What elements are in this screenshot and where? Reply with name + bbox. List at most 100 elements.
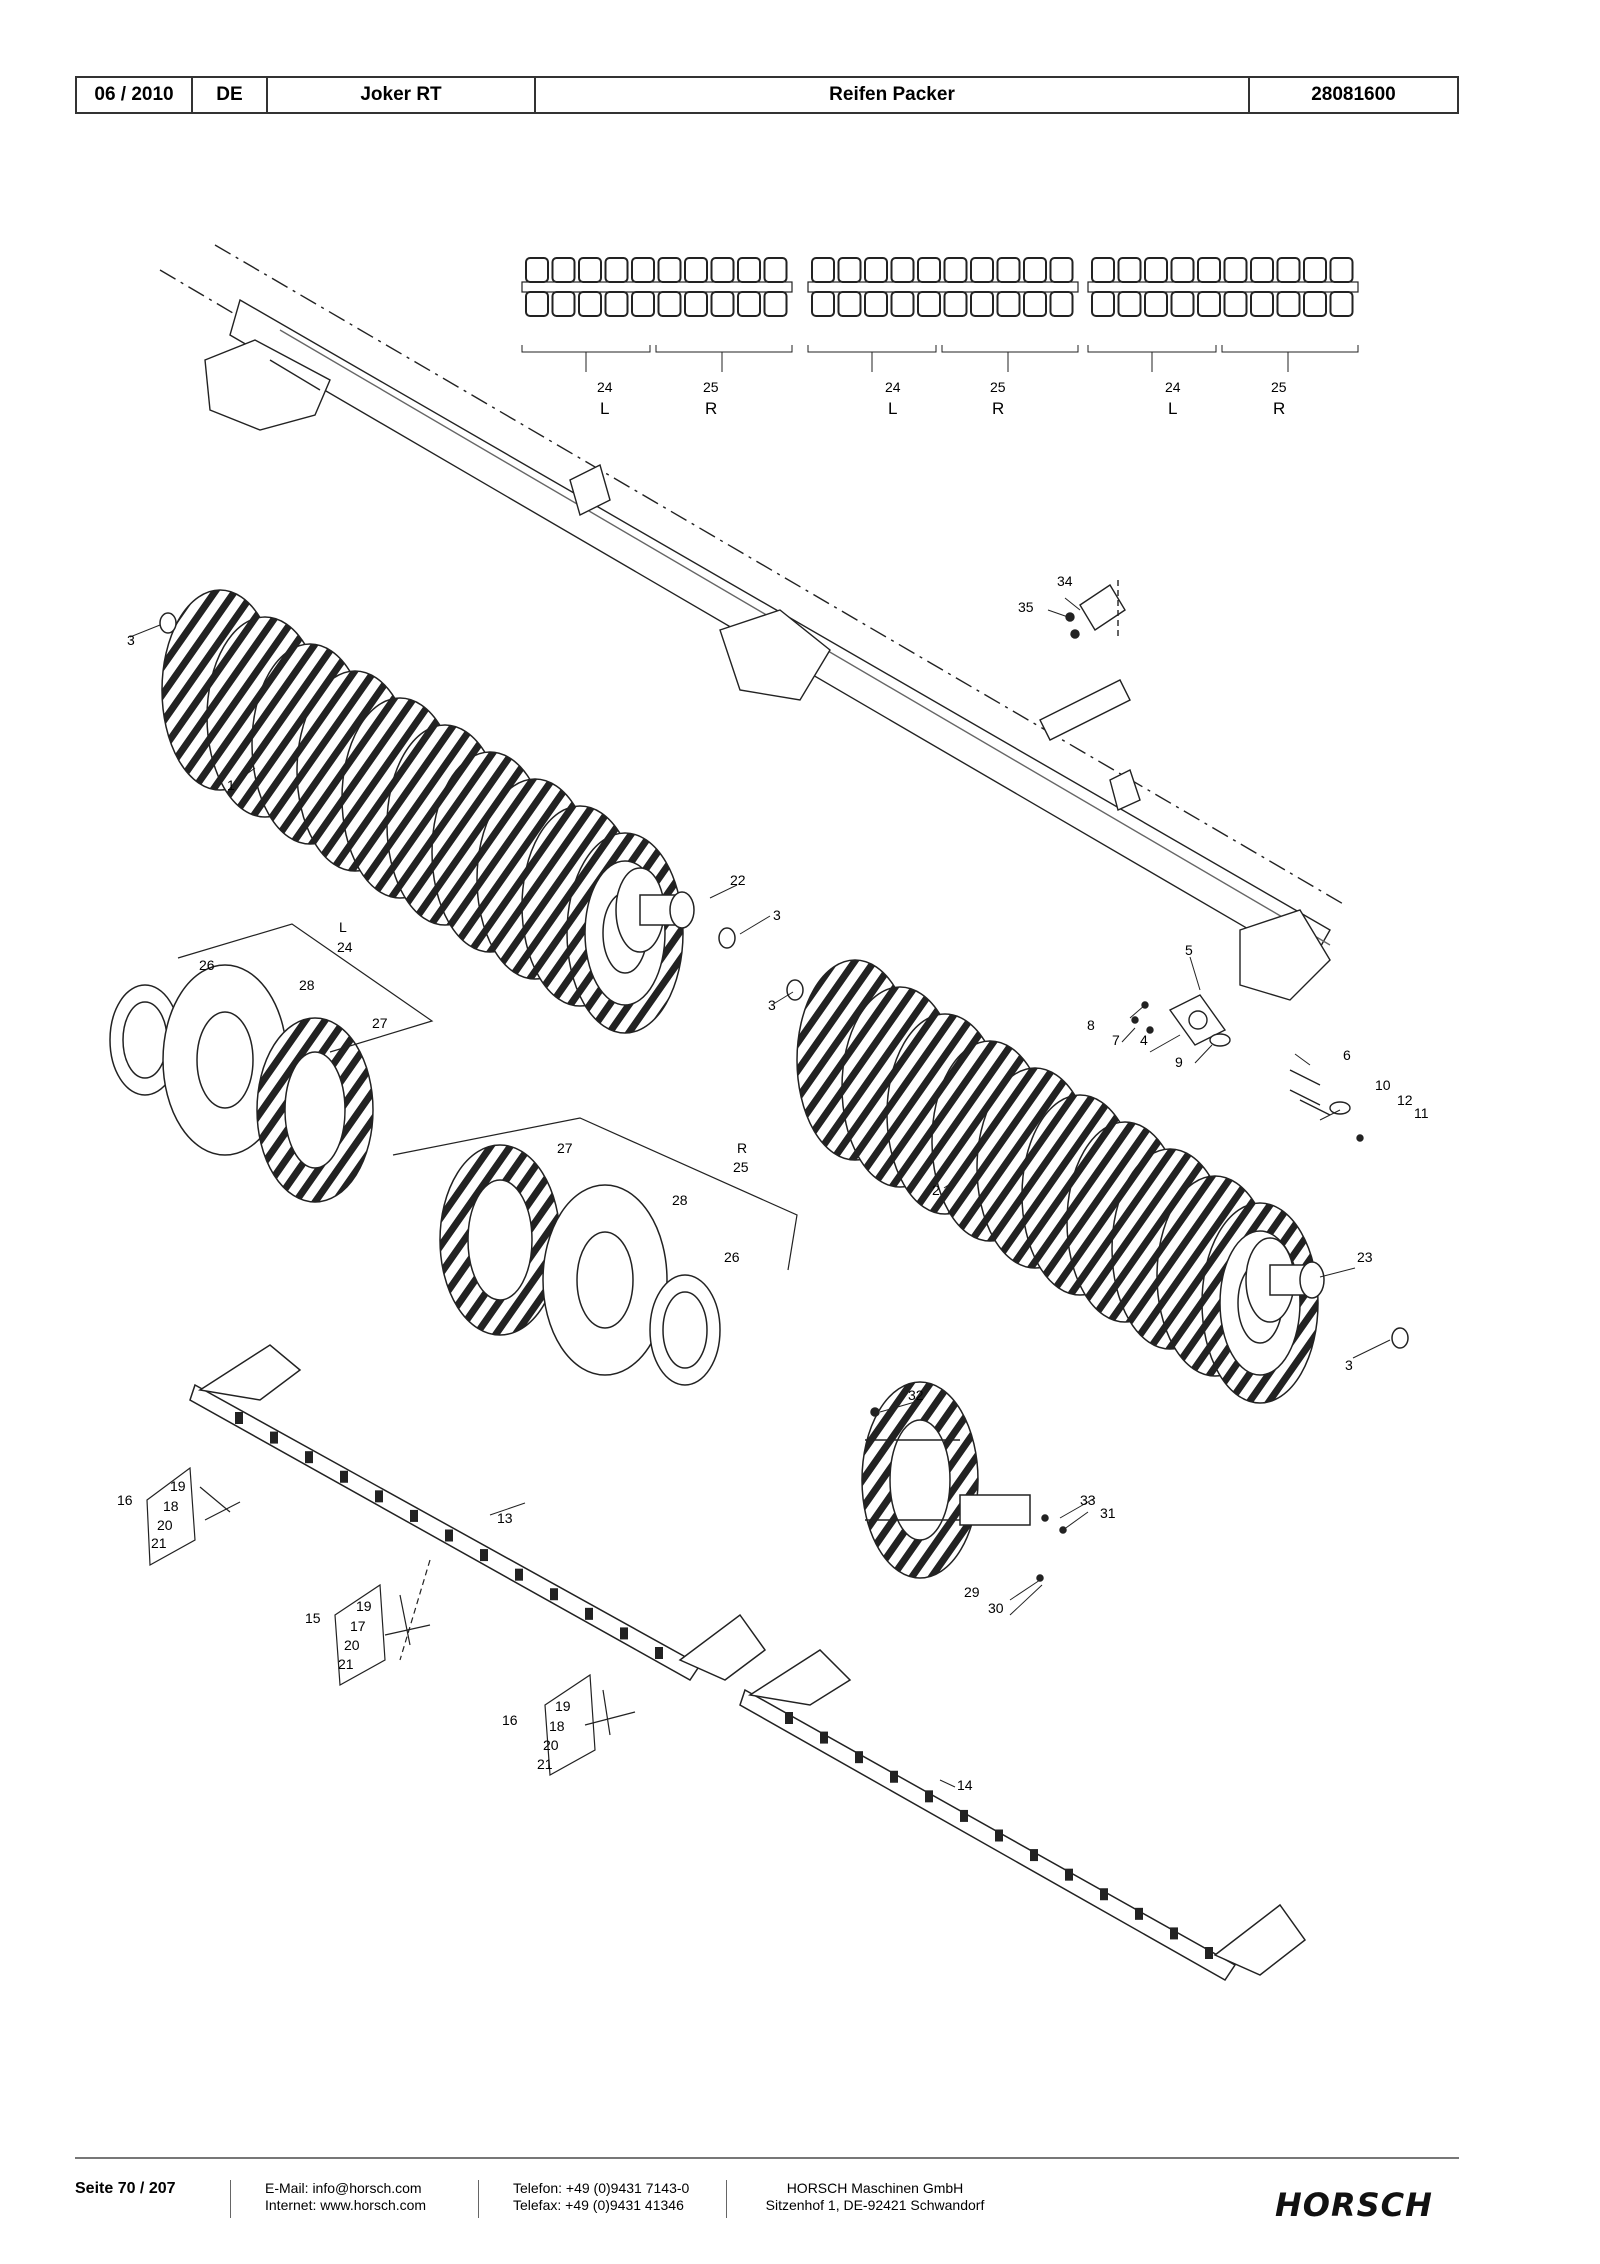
callout-34: 34: [1057, 573, 1073, 589]
scraper-tooth: [620, 1627, 628, 1640]
strip-tyre-bottom: [970, 291, 994, 317]
callout-23: 23: [1357, 1249, 1373, 1265]
footer-contact-web: E-Mail: info@horsch.com Internet: www.ho…: [265, 2180, 426, 2214]
callout-1: 1: [227, 777, 235, 793]
strip-tyre-bottom: [604, 291, 629, 317]
callout-22: 22: [730, 872, 746, 888]
strip-shaft: [1087, 281, 1359, 293]
strip-tyre-top: [1170, 257, 1195, 283]
header-model: Joker RT: [268, 78, 536, 112]
header-date: 06 / 2010: [77, 78, 193, 112]
wheel-31: [861, 1381, 1067, 1582]
bearing-group: [1131, 994, 1364, 1142]
callout-10: 10: [1375, 1077, 1391, 1093]
scraper-tooth: [270, 1431, 278, 1444]
strip-tyre-top: [1144, 257, 1168, 283]
callout-3: 3: [1345, 1357, 1353, 1373]
scraper-tooth: [550, 1588, 558, 1601]
group2-right-number: 25: [990, 379, 1006, 395]
scraper-tooth: [480, 1549, 488, 1562]
strip-tyre-bottom: [1223, 291, 1248, 317]
strip-shaft: [521, 281, 793, 293]
scraper-bar-14: [739, 1649, 1307, 1981]
footer-company: HORSCH Maschinen GmbH: [786, 2180, 964, 2196]
callout-25: 25: [733, 1159, 749, 1175]
group1-left-side: L: [600, 399, 609, 418]
strip-tyre-bottom: [1276, 291, 1301, 317]
strip-tyre-top: [1303, 257, 1327, 283]
strip-bracket: [521, 345, 793, 372]
scraper-tooth: [305, 1451, 313, 1464]
callout-26: 26: [724, 1249, 740, 1265]
callout-5: 5: [1185, 942, 1193, 958]
group1-right-number: 25: [703, 379, 719, 395]
group2-left-number: 24: [885, 379, 901, 395]
footer-phone: Telefon: +49 (0)9431 7143-0: [513, 2180, 690, 2196]
callout-3: 3: [773, 907, 781, 923]
strip-tyre-bottom: [1250, 291, 1274, 317]
callout-7: 7: [1112, 1032, 1120, 1048]
strip-tyre-bottom: [1144, 291, 1168, 317]
frame-beam: [159, 244, 1346, 1001]
callout-24: 24: [337, 939, 353, 955]
strip-tyre-bottom: [710, 291, 735, 317]
callout-12: 12: [1397, 1092, 1413, 1108]
callout-32: 32: [908, 1387, 924, 1403]
scraper-tooth: [340, 1470, 348, 1483]
strip-tyre-top: [996, 257, 1021, 283]
callout-20: 20: [157, 1517, 173, 1533]
strip-tyre-top: [837, 257, 862, 283]
callout-20: 20: [344, 1637, 360, 1653]
callout-21: 21: [537, 1756, 553, 1772]
wheel-frame-right: [392, 1117, 798, 1271]
callout-27: 27: [557, 1140, 573, 1156]
strip-bracket: [1087, 345, 1359, 372]
callout-33: 33: [1080, 1492, 1096, 1508]
group2-left-side: L: [888, 399, 897, 418]
footer-fax: Telefax: +49 (0)9431 41346: [513, 2197, 684, 2213]
callout-16: 16: [117, 1492, 133, 1508]
callout-6: 6: [1343, 1047, 1351, 1063]
scraper-tooth: [995, 1829, 1003, 1842]
strip-tyre-bottom: [737, 291, 761, 317]
strip-tyre-bottom: [1091, 291, 1115, 317]
strip-tyre-top: [917, 257, 941, 283]
scraper-tooth: [1135, 1907, 1143, 1920]
strip-tyre-top: [1276, 257, 1301, 283]
strip-tyre-bottom: [943, 291, 968, 317]
strip-bracket: [807, 345, 1079, 372]
callout-28: 28: [299, 977, 315, 993]
group1-right-side: R: [705, 399, 717, 418]
strip-tyre-top: [684, 257, 708, 283]
callout-14: 14: [957, 1777, 973, 1793]
strip-tyre-top: [1091, 257, 1115, 283]
wheel-exploded-right: [439, 1144, 721, 1386]
scraper-tooth: [1100, 1888, 1108, 1901]
strip-tyre-top: [1197, 257, 1221, 283]
footer-address: Sitzenhof 1, DE-92421 Schwandorf: [765, 2197, 985, 2213]
callout-8: 8: [1087, 1017, 1095, 1033]
strip-tyre-bottom: [890, 291, 915, 317]
strip-tyre-bottom: [763, 291, 788, 317]
strip-tyre-bottom: [1049, 291, 1074, 317]
tyre-layout-labels: 24 L 25 R 24 L 25 R 24 L 25 R: [597, 379, 1287, 418]
callout-19: 19: [170, 1478, 186, 1494]
strip-tyre-top: [943, 257, 968, 283]
strip-tyre-bottom: [1197, 291, 1221, 317]
group2-right-side: R: [992, 399, 1004, 418]
footer-email: E-Mail: info@horsch.com: [265, 2180, 422, 2196]
strip-tyre-top: [1329, 257, 1354, 283]
group3-left-side: L: [1168, 399, 1177, 418]
callout-L: L: [339, 919, 347, 935]
roller-hubs: [159, 612, 1409, 1349]
callout-4: 4: [1140, 1032, 1148, 1048]
footer-separator: [230, 2180, 231, 2218]
group3-right-side: R: [1273, 399, 1285, 418]
strip-tyre-bottom: [996, 291, 1021, 317]
strip-tyre-bottom: [1023, 291, 1047, 317]
scraper-bar-13: [189, 1344, 767, 1681]
exploded-parts-drawing: 3 1 22 3 3 2 23 3 5 6 4 7 8 9 10 12 11 3…: [109, 244, 1429, 1981]
strip-tyre-top: [604, 257, 629, 283]
scraper-tooth: [890, 1770, 898, 1783]
callout-35: 35: [1018, 599, 1034, 615]
